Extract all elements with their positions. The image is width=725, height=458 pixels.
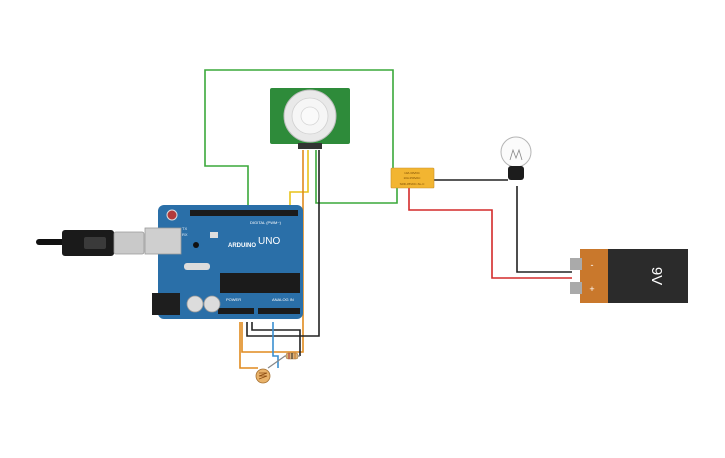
resistor[interactable] (285, 352, 299, 360)
usb-cable[interactable] (36, 230, 145, 256)
battery-minus-label: - (591, 260, 594, 270)
arduino-model: UNO (258, 236, 280, 247)
wire-orange-ldr[interactable] (239, 322, 258, 369)
power-header (218, 308, 254, 314)
wire-black-lamp-to-battery[interactable] (516, 186, 572, 273)
wire-black-pir-gnd[interactable] (246, 150, 320, 337)
light-bulb[interactable] (500, 136, 532, 180)
digital-header (190, 210, 298, 216)
wire-blue-analog[interactable] (272, 322, 279, 368)
wire-black-ldr[interactable] (251, 322, 301, 356)
atmega-chip (220, 273, 300, 293)
tx-label: TX (182, 226, 187, 231)
rx-label: RX (182, 232, 188, 237)
wire-green-pir-to-arduino[interactable] (204, 69, 394, 208)
battery-9v[interactable]: - + 9V (570, 249, 688, 303)
arduino-brand: ARDUINO (228, 243, 256, 249)
relay-line-2: 10A 250VAC (404, 176, 422, 180)
relay-module[interactable]: 10A 30VDC 10A 250VAC SRD-05VDC-SL-C (390, 167, 435, 189)
analog-label: ANALOG IN (272, 297, 294, 302)
battery-voltage-label: 9V (648, 267, 665, 285)
analog-header (258, 308, 300, 314)
relay-line-3: 10A 30VDC (404, 171, 421, 175)
power-jack (152, 293, 180, 315)
wire-yellow-pir-to-arduino[interactable] (289, 150, 309, 210)
wire-red-relay-to-battery[interactable] (408, 188, 572, 279)
digital-label: DIGITAL (PWM~) (250, 220, 282, 225)
pir-motion-sensor[interactable] (270, 88, 350, 149)
wire-green-pir-to-relay[interactable] (315, 150, 398, 204)
photoresistor[interactable] (255, 368, 271, 384)
power-label: POWER (226, 297, 241, 302)
usb-port (144, 227, 182, 255)
arduino-uno-board[interactable]: TX RX ARDUINO UNO DIGITAL (PWM~) POWER A… (144, 205, 303, 319)
relay-line-1: SRD-05VDC-SL-C (400, 182, 426, 186)
reset-button[interactable] (166, 209, 178, 221)
battery-plus-label: + (589, 284, 594, 294)
